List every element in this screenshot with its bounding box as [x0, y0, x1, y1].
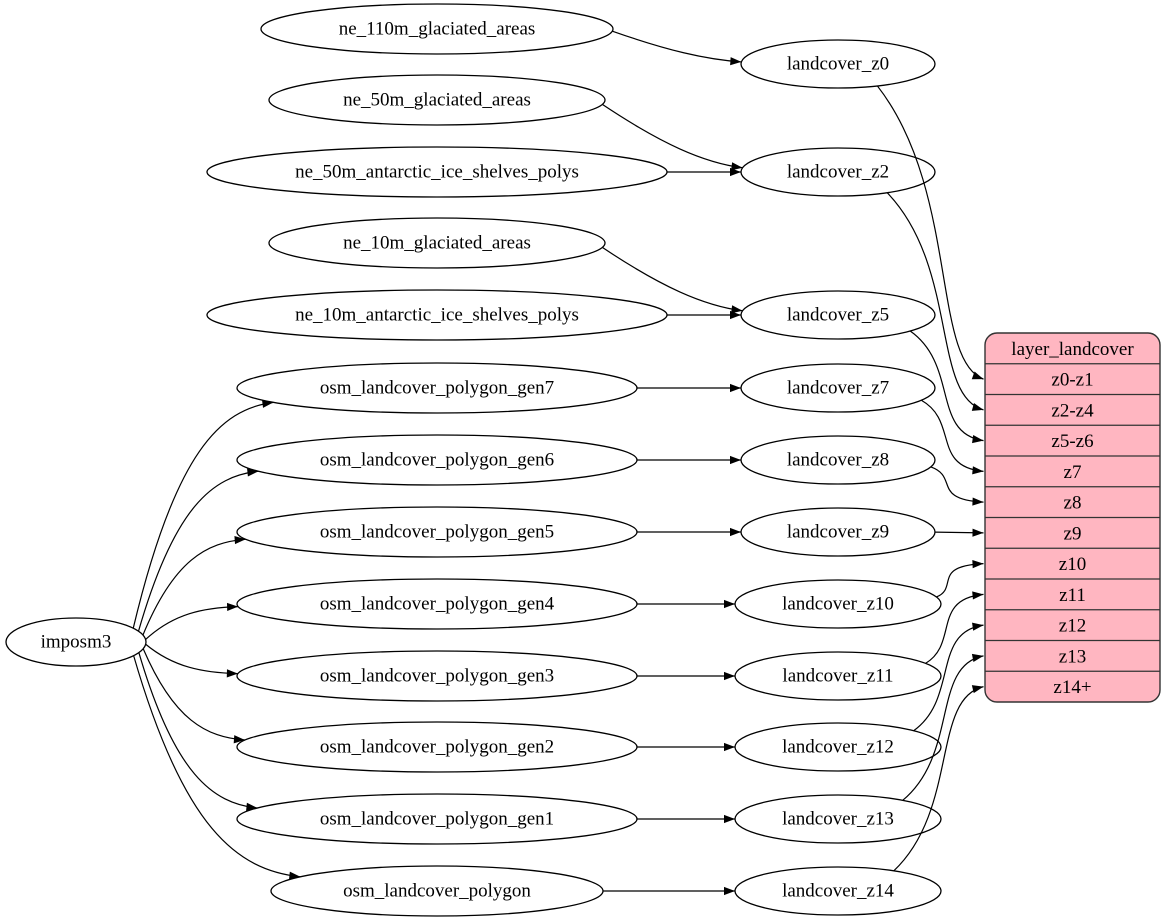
edge-landcover-z11-to-row-z11: [925, 591, 984, 664]
node-ne-10m-glaciated-areas: ne_10m_glaciated_areas: [268, 217, 606, 269]
node-ne-110m-glaciated-areas: ne_110m_glaciated_areas: [260, 3, 614, 55]
node-shape-ne-50m-glaciated-areas: [268, 74, 606, 126]
record-row-z12: z12: [1059, 616, 1086, 637]
node-label-ne-10m-antarctic-ice-shelves-polys: ne_10m_antarctic_ice_shelves_polys: [295, 305, 579, 326]
node-label-landcover-z11: landcover_z11: [782, 666, 893, 687]
node-label-osm-landcover-polygon-gen6: osm_landcover_polygon_gen6: [320, 450, 554, 471]
node-ne-50m-antarctic-ice-shelves-polys: ne_50m_antarctic_ice_shelves_polys: [206, 146, 668, 198]
edge-imposm3-to-osm-landcover-polygon-gen7: [132, 399, 274, 629]
node-label-osm-landcover-polygon: osm_landcover_polygon: [343, 881, 531, 902]
node-label-landcover-z2: landcover_z2: [787, 162, 889, 183]
edge-ne-110m-glaciated-areas-to-landcover-z0: [612, 30, 742, 66]
edge-imposm3-to-osm-landcover-polygon-gen2: [142, 648, 246, 744]
record-row-z11: z11: [1059, 585, 1086, 606]
node-osm-landcover-polygon-gen1: osm_landcover_polygon_gen1: [236, 793, 638, 845]
node-label-osm-landcover-polygon-gen5: osm_landcover_polygon_gen5: [320, 522, 554, 543]
node-label-landcover-z13: landcover_z13: [782, 809, 894, 830]
node-ne-10m-antarctic-ice-shelves-polys: ne_10m_antarctic_ice_shelves_polys: [206, 289, 668, 341]
edge-ne-50m-glaciated-areas-to-landcover-z2: [602, 103, 743, 171]
node-label-landcover-z14: landcover_z14: [782, 881, 894, 902]
record-row-z9: z9: [1064, 523, 1082, 544]
node-label-landcover-z10: landcover_z10: [782, 594, 894, 615]
node-label-landcover-z5: landcover_z5: [787, 305, 889, 326]
node-label-ne-110m-glaciated-areas: ne_110m_glaciated_areas: [339, 19, 536, 40]
edge-landcover-z13-to-row-z13: [902, 653, 984, 801]
edge-landcover-z14-to-row-z14: [893, 685, 984, 872]
node-landcover-z7: landcover_z7: [740, 363, 936, 413]
edge-landcover-z0-to-row-z0-z1: [876, 85, 984, 380]
node-imposm3: imposm3: [5, 617, 147, 667]
edge-imposm3-to-osm-landcover-polygon-gen6: [137, 468, 259, 632]
edge-imposm3-to-osm-landcover-polygon-gen4: [145, 602, 239, 640]
node-landcover-z10: landcover_z10: [734, 579, 942, 629]
node-label-osm-landcover-polygon-gen1: osm_landcover_polygon_gen1: [320, 809, 554, 830]
node-label-ne-50m-antarctic-ice-shelves-polys: ne_50m_antarctic_ice_shelves_polys: [295, 162, 579, 183]
edge-landcover-z8-to-row-z8: [930, 466, 984, 506]
node-label-ne-10m-glaciated-areas: ne_10m_glaciated_areas: [343, 233, 531, 254]
node-osm-landcover-polygon: osm_landcover_polygon: [270, 865, 604, 917]
node-landcover-z2: landcover_z2: [740, 147, 936, 197]
node-label-osm-landcover-polygon-gen2: osm_landcover_polygon_gen2: [320, 737, 554, 758]
edge-ne-10m-glaciated-areas-to-landcover-z5: [602, 246, 743, 314]
node-label-landcover-z7: landcover_z7: [787, 378, 889, 399]
record-row-z13: z13: [1059, 646, 1086, 667]
node-shape-ne-110m-glaciated-areas: [260, 3, 614, 55]
node-osm-landcover-polygon-gen4: osm_landcover_polygon_gen4: [236, 578, 638, 630]
nodes-layer: imposm3 ne_110m_glaciated_areas ne_50m_gla…: [5, 3, 942, 917]
record-row-z5-z6: z5-z6: [1051, 431, 1093, 452]
record-row-z10: z10: [1059, 554, 1086, 575]
node-label-landcover-z8: landcover_z8: [787, 450, 889, 471]
node-shape-imposm3: [5, 617, 147, 667]
node-label-landcover-z9: landcover_z9: [787, 522, 889, 543]
node-landcover-z9: landcover_z9: [740, 507, 936, 557]
node-osm-landcover-polygon-gen5: osm_landcover_polygon_gen5: [236, 506, 638, 558]
node-landcover-z11: landcover_z11: [734, 651, 942, 701]
edges-layer: [132, 30, 984, 896]
node-landcover-z14: landcover_z14: [734, 866, 942, 916]
node-label-landcover-z0: landcover_z0: [787, 54, 889, 75]
node-osm-landcover-polygon-gen6: osm_landcover_polygon_gen6: [236, 434, 638, 486]
node-osm-landcover-polygon-gen3: osm_landcover_polygon_gen3: [236, 650, 638, 702]
edge-imposm3-to-osm-landcover-polygon-gen5: [142, 536, 246, 636]
node-shape-ne-10m-glaciated-areas: [268, 217, 606, 269]
edge-landcover-z7-to-row-z7: [921, 399, 984, 475]
edge-imposm3-to-osm-landcover-polygon-gen3: [145, 643, 238, 678]
node-label-osm-landcover-polygon-gen7: osm_landcover_polygon_gen7: [320, 378, 554, 399]
edge-landcover-z9-to-row-z9: [934, 528, 984, 537]
record-layer-landcover: layer_landcover z0-z1 z2-z4 z5-z6 z7 z8 z9 z10 z…: [984, 332, 1161, 703]
record-row-z7: z7: [1064, 462, 1082, 483]
record-row-z8: z8: [1064, 493, 1082, 514]
node-osm-landcover-polygon-gen2: osm_landcover_polygon_gen2: [236, 721, 638, 773]
node-label-osm-landcover-polygon-gen4: osm_landcover_polygon_gen4: [320, 594, 555, 615]
node-landcover-z0: landcover_z0: [740, 39, 936, 89]
record-row-z14: z14+: [1053, 677, 1091, 698]
edge-landcover-z12-to-row-z12: [913, 622, 984, 732]
node-label-landcover-z12: landcover_z12: [782, 737, 894, 758]
edge-landcover-z2-to-row-z2-z4: [886, 192, 984, 411]
node-label-imposm3: imposm3: [41, 632, 112, 653]
node-label-osm-landcover-polygon-gen3: osm_landcover_polygon_gen3: [320, 666, 554, 687]
record-title: layer_landcover: [1011, 339, 1134, 360]
node-label-ne-50m-glaciated-areas: ne_50m_glaciated_areas: [343, 90, 531, 111]
edge-imposm3-to-osm-landcover-polygon: [133, 655, 301, 880]
record-row-z0-z1: z0-z1: [1051, 370, 1093, 391]
node-landcover-z8: landcover_z8: [740, 435, 936, 485]
node-ne-50m-glaciated-areas: ne_50m_glaciated_areas: [268, 74, 606, 126]
node-osm-landcover-polygon-gen7: osm_landcover_polygon_gen7: [236, 362, 638, 414]
edge-landcover-z10-to-row-z10: [936, 560, 984, 598]
node-landcover-z13: landcover_z13: [734, 794, 942, 844]
node-landcover-z5: landcover_z5: [740, 290, 936, 340]
edge-landcover-z5-to-row-z5-z6: [909, 330, 984, 444]
node-landcover-z12: landcover_z12: [734, 722, 942, 772]
record-row-z2-z4: z2-z4: [1051, 400, 1094, 421]
edge-imposm3-to-osm-landcover-polygon-gen1: [138, 652, 258, 811]
